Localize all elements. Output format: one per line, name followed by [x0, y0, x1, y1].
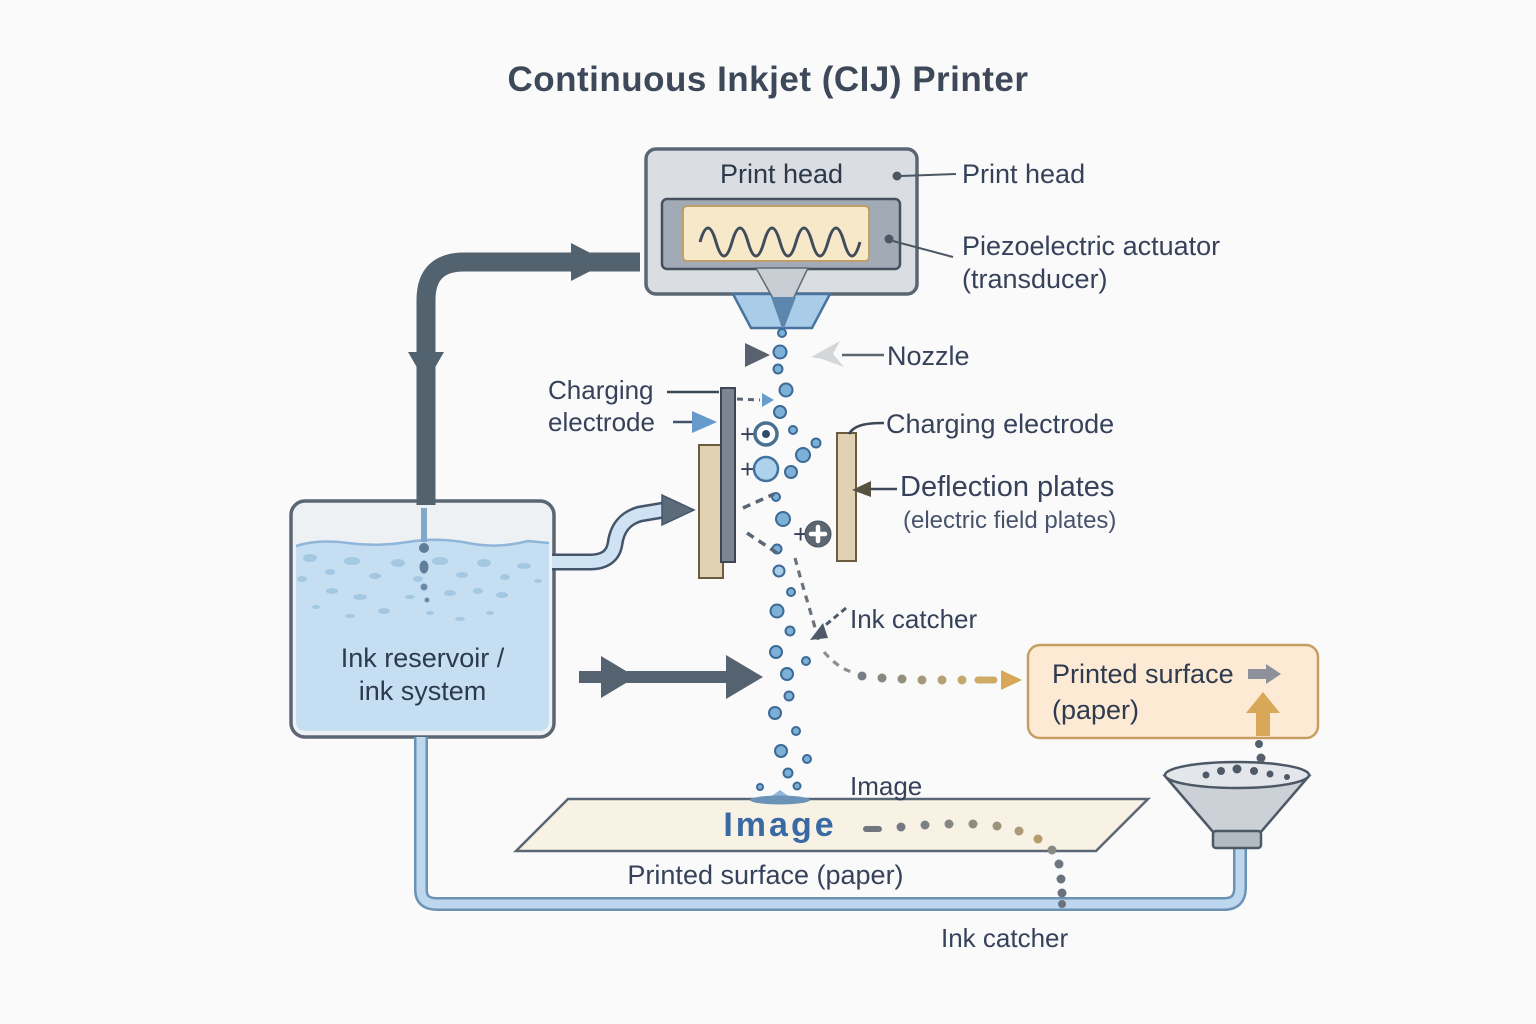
nozzle-label: Nozzle [887, 341, 970, 371]
ink-feed-tube [552, 493, 696, 571]
plus-symbol: + [740, 419, 755, 449]
nozzle-assembly [730, 267, 833, 331]
ink-splash [750, 790, 810, 805]
printed-surface-box [1026, 643, 1320, 740]
piezo-label-line1: Piezoelectric actuator [962, 231, 1221, 261]
page-title: Continuous Inkjet (CIJ) Printer [507, 60, 1029, 99]
nozzle-pointer-icon [811, 341, 844, 367]
printed-box-line2: (paper) [1052, 695, 1140, 725]
ink-catcher-pointer-icon [810, 623, 828, 640]
ink-supply-pipe [408, 243, 640, 603]
nozzle-pointers [640, 341, 884, 367]
ink-liquid [296, 539, 549, 731]
piezo-label-line2: (transducer) [962, 264, 1108, 294]
charging-electrode-plate [720, 387, 736, 563]
image-dotted-trail [863, 819, 1067, 908]
print-head-box [644, 147, 919, 296]
flow-right-arrowhead-icon [571, 243, 608, 281]
reservoir-line2: ink system [358, 676, 487, 706]
drive-waveform [698, 226, 862, 258]
trajectory-arrowhead-icon [1001, 670, 1022, 690]
droplet-stream [756, 328, 822, 791]
ink-reservoir [289, 499, 556, 739]
plus-symbol: + [793, 519, 808, 549]
charging-left-line2: electrode [548, 407, 655, 437]
label-connectors [667, 171, 957, 640]
tube-arrowhead-icon [661, 493, 696, 527]
deflection-plates-label: Deflection plates [900, 471, 1115, 503]
ink-reservoir-label: Ink reservoir / ink system [291, 642, 554, 708]
deflection-plate-left [698, 444, 724, 579]
right-arrow-icon [1247, 664, 1281, 684]
up-arrow-icon [1246, 692, 1280, 736]
charging-electrode-left-label: Charging electrode [548, 374, 655, 438]
print-head-internal-label: Print head [719, 159, 844, 189]
print-head-label: Print head [962, 159, 1086, 189]
deflection-arrowhead-icon [852, 481, 871, 497]
printed-box-line1: Printed surface [1052, 659, 1234, 689]
nozzle-right-arrowhead-icon [745, 343, 770, 367]
ink-catcher-funnel [1162, 740, 1312, 850]
charging-left-line1: Charging [548, 375, 654, 405]
ink-catcher-bottom-label: Ink catcher [941, 923, 1069, 953]
charged-droplet-icon [752, 455, 780, 483]
caught-droplets [1202, 764, 1290, 780]
paper-sheet [512, 797, 1152, 853]
ink-liquid-speckles [297, 554, 542, 621]
deflection-plates-sublabel: (electric field plates) [903, 507, 1117, 534]
dash-arrowhead-icon [762, 393, 774, 407]
image-on-paper-text: Image [723, 806, 837, 844]
piezo-label: Piezoelectric actuator (transducer) [962, 230, 1220, 296]
plates [698, 387, 857, 579]
flow-arrows [579, 655, 763, 699]
printed-surface-box-label: Printed surface (paper) [1052, 656, 1282, 728]
charging-left-arrowhead-icon [692, 411, 717, 433]
deflection-dashes [736, 393, 781, 557]
reservoir-line1: Ink reservoir / [340, 643, 505, 673]
ink-return-pipe [414, 737, 1247, 911]
ink-catcher-mid-label: Ink catcher [850, 604, 978, 634]
flow-down-arrowhead-icon [408, 352, 444, 383]
charging-electrode-right-label: Charging electrode [886, 409, 1115, 439]
printed-surface-caption: Printed surface (paper) [627, 860, 904, 890]
image-annotation-label: Image [850, 771, 923, 801]
charged-droplet-symbols: + + + [740, 419, 832, 549]
deflection-plate-right [836, 432, 857, 562]
plus-symbol: + [740, 454, 755, 484]
